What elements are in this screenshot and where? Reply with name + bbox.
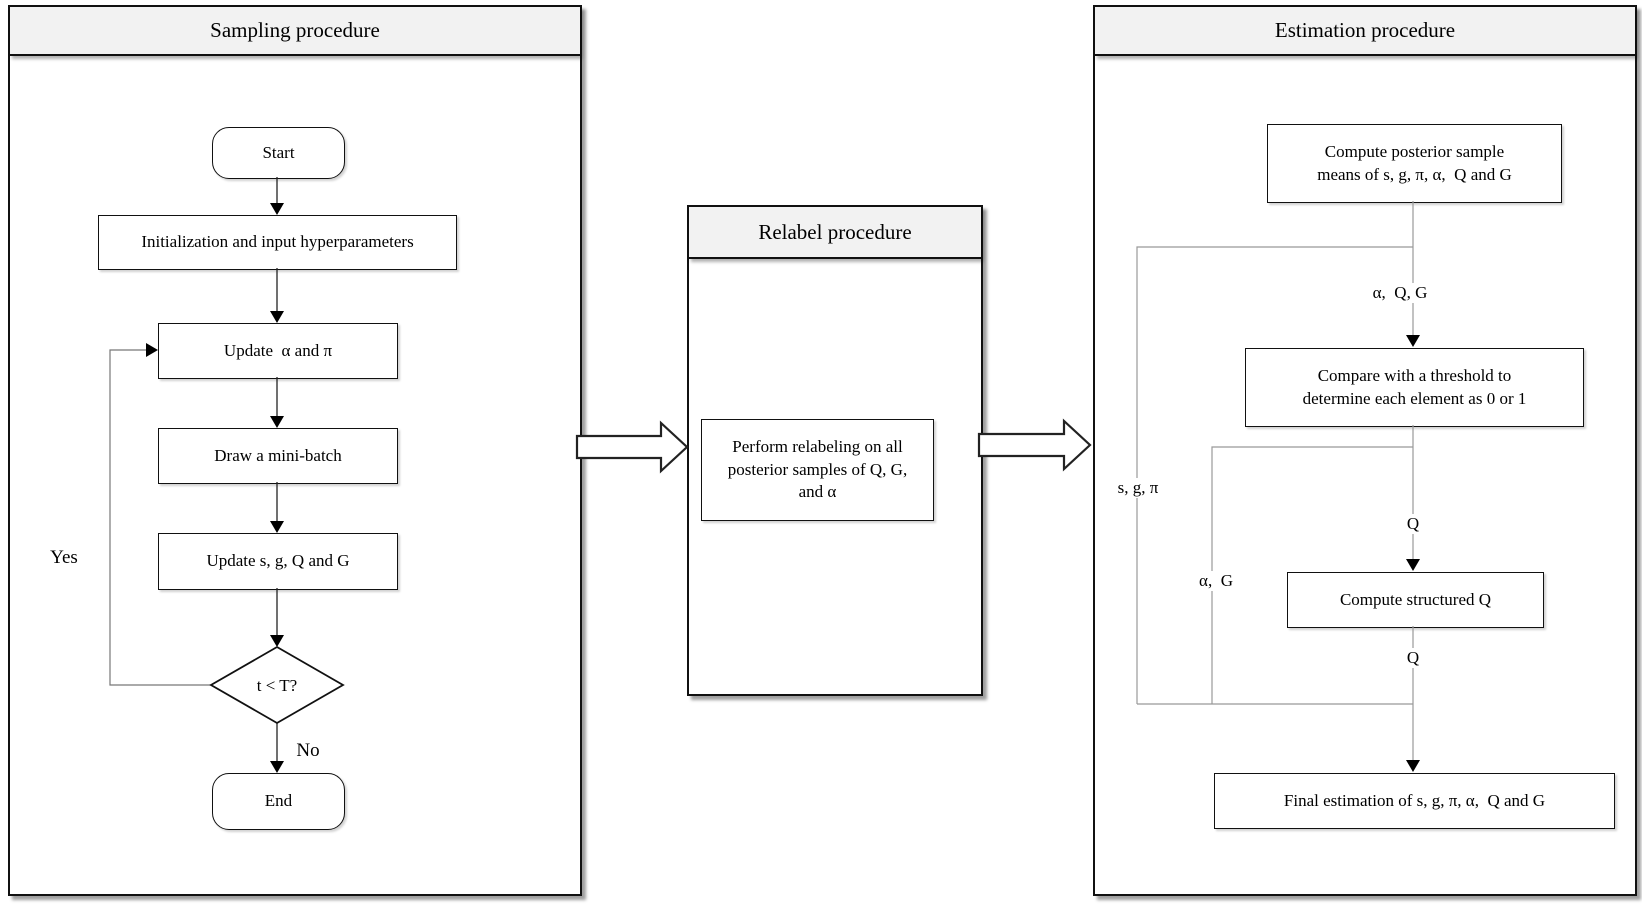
compute-posterior-means-node: Compute posterior sample means of s, g, …	[1267, 124, 1562, 203]
relabel-title-text: Relabel procedure	[758, 219, 912, 244]
estimation-panel-title: Estimation procedure	[1095, 7, 1635, 56]
compute-posterior-means-label: Compute posterior sample means of s, g, …	[1317, 141, 1512, 184]
initialization-node: Initialization and input hyperparameters	[98, 215, 457, 270]
end-node: End	[212, 773, 345, 830]
final-estimation-label: Final estimation of s, g, π, α, Q and G	[1283, 790, 1546, 810]
no-edge-label: No	[296, 740, 320, 761]
relabel-to-estimation-arrow	[977, 418, 1092, 472]
draw-minibatch-label: Draw a mini-batch	[214, 445, 342, 465]
sampling-to-relabel-arrow	[575, 420, 689, 474]
alpha-g-edge-label: α, G	[1196, 571, 1236, 591]
update-alpha-pi-node: Update α and π	[158, 323, 398, 379]
start-node: Start	[212, 127, 345, 179]
compute-structured-q-label: Compute structured Q	[1339, 589, 1492, 609]
s-g-pi-edge-label: s, g, π	[1114, 478, 1162, 498]
yes-edge-label: Yes	[50, 547, 78, 568]
end-node-label: End	[264, 791, 293, 811]
compare-threshold-label: Compare with a threshold to determine ea…	[1302, 365, 1527, 408]
q-lower-edge-label: Q	[1403, 648, 1423, 668]
relabel-panel-title: Relabel procedure	[689, 207, 981, 259]
compare-threshold-node: Compare with a threshold to determine ea…	[1245, 348, 1584, 427]
update-sgqg-node: Update s, g, Q and G	[158, 533, 398, 590]
sampling-title-text: Sampling procedure	[210, 18, 380, 42]
perform-relabeling-label: Perform relabeling on all posterior samp…	[727, 436, 908, 502]
q-upper-edge-label: Q	[1403, 514, 1423, 534]
final-estimation-node: Final estimation of s, g, π, α, Q and G	[1214, 773, 1615, 829]
alpha-q-g-edge-label: α, Q, G	[1369, 283, 1431, 303]
start-node-label: Start	[262, 142, 295, 162]
draw-minibatch-node: Draw a mini-batch	[158, 428, 398, 484]
sampling-panel-title: Sampling procedure	[10, 7, 580, 56]
estimation-title-text: Estimation procedure	[1274, 18, 1456, 42]
decision-node-label: t < T?	[256, 676, 298, 695]
perform-relabeling-node: Perform relabeling on all posterior samp…	[701, 419, 934, 521]
update-alpha-pi-label: Update α and π	[223, 340, 333, 360]
compute-structured-q-node: Compute structured Q	[1287, 572, 1544, 628]
update-sgqg-label: Update s, g, Q and G	[206, 551, 350, 571]
initialization-node-label: Initialization and input hyperparameters	[141, 232, 414, 252]
